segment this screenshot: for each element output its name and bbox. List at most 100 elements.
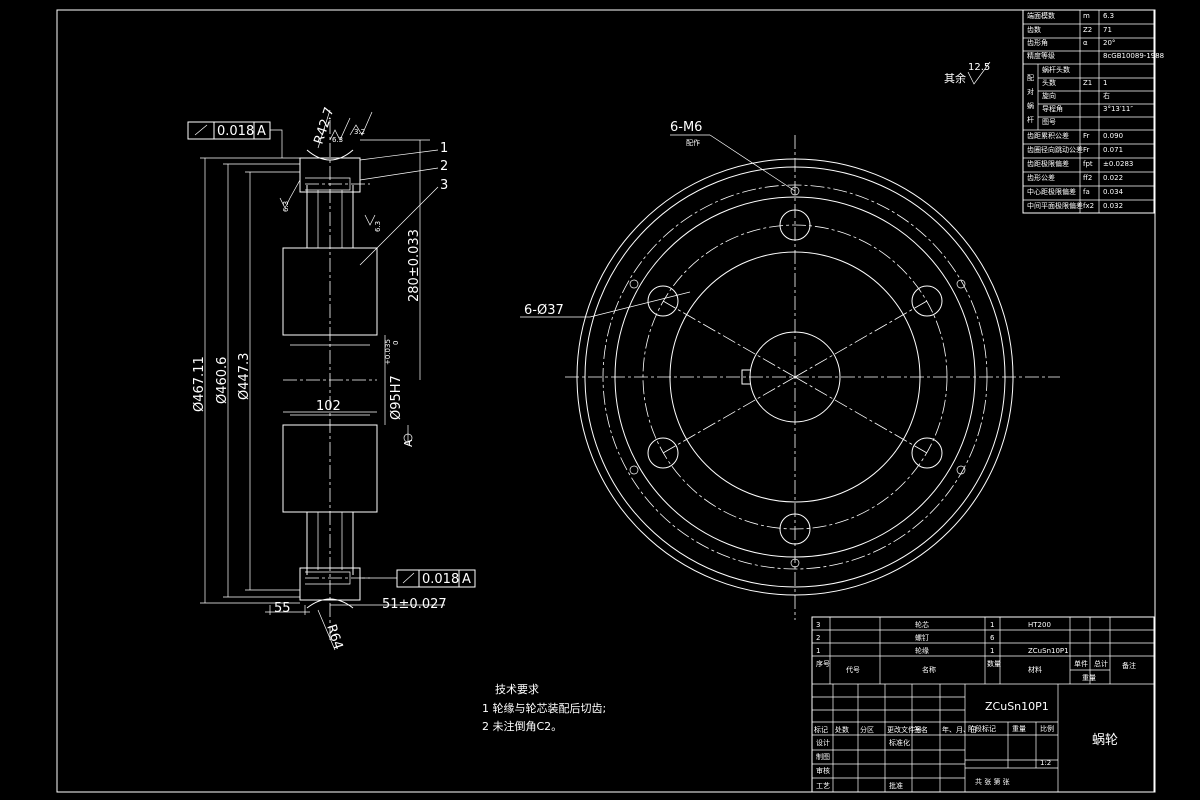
param-table: [1022, 9, 1155, 214]
dim-d-mid: Ø460.6: [215, 357, 230, 404]
bom-no: 1: [816, 647, 820, 655]
param-label: 头数: [1042, 78, 1056, 87]
bom-h-weight: 重量: [1082, 674, 1096, 682]
section-view: Ø467.11 Ø460.6 Ø447.3 102 Ø95H7 +0.035 0…: [187, 105, 476, 652]
param-label: 齿距累积公差: [1027, 131, 1069, 140]
param-symbol: fpt: [1083, 160, 1093, 168]
param-value: 6.3: [1103, 12, 1114, 20]
rev-header: 更改文件号: [887, 725, 922, 734]
role-label: 工艺: [816, 782, 830, 790]
thread-holes: [629, 186, 966, 568]
dim-radius-bottom: R64: [323, 623, 345, 652]
bom-h-code: 代号: [846, 665, 860, 674]
dim-center-dist: 280±0.033: [407, 229, 422, 302]
tb-approve: 批准: [889, 781, 903, 790]
bom-qty: 6: [990, 634, 995, 642]
param-value: 8cGB10089-1988: [1103, 52, 1164, 60]
roughness-d: 6.3: [374, 221, 382, 232]
param-symbol: fx2: [1083, 202, 1094, 210]
param-symbol: ff2: [1083, 174, 1092, 182]
bom-qty: 1: [990, 647, 994, 655]
tb-stage: 阶段标记: [968, 724, 996, 733]
param-label: 齿形角: [1027, 38, 1048, 47]
bom-h-mat: 材料: [1028, 665, 1042, 674]
role-label: 审核: [816, 766, 830, 775]
dim-bore-tol-upper: +0.035: [384, 339, 392, 365]
rev-header: 分区: [860, 725, 874, 734]
tech-requirements: 技术要求 1 轮缘与轮芯装配后切齿; 2 未注倒角C2。: [482, 683, 606, 733]
param-label: 中心距极限偏差: [1027, 187, 1076, 196]
tb-scale: 1:2: [1040, 759, 1051, 767]
roughness-c: 6.3: [282, 201, 290, 212]
param-label: 齿距极限偏差: [1027, 159, 1069, 168]
param-value: 3°13′11″: [1103, 105, 1133, 113]
bom-h-note: 备注: [1122, 661, 1136, 670]
rev-header: 标记: [814, 725, 828, 734]
param-label: 图号: [1042, 118, 1056, 126]
surface-note: 其余: [944, 71, 966, 85]
dim-d-root: Ø447.3: [237, 353, 252, 400]
thread-label: 6-M6: [670, 120, 702, 135]
part-label-3: 3: [440, 178, 448, 193]
param-value: ±0.0283: [1103, 160, 1133, 168]
tech-req-title: 技术要求: [495, 683, 539, 696]
rev-header: 年、月、日: [942, 725, 977, 734]
param-symbol: Fr: [1083, 146, 1090, 154]
part-label-2: 2: [440, 159, 448, 174]
param-label: 中间平面极限偏差: [1027, 201, 1083, 210]
bom-name: 螺钉: [915, 633, 929, 642]
gdt-frame-bottom: 0.018 A: [362, 569, 476, 588]
roughness-a: 6.3: [332, 136, 343, 144]
datum-a-label: A: [402, 439, 415, 447]
bom-h-name: 名称: [922, 665, 936, 674]
surface-value: 12.5: [968, 62, 990, 73]
param-value: 1: [1103, 79, 1107, 87]
bom-material: ZCuSn10P1: [1028, 647, 1069, 655]
bom-material: HT200: [1028, 621, 1051, 629]
param-value: 右: [1103, 91, 1110, 100]
part-label-1: 1: [440, 141, 448, 156]
tech-req-item-2: 2 未注倒角C2。: [482, 719, 562, 733]
bom-no: 3: [816, 621, 820, 629]
role-label: 设计: [816, 738, 830, 747]
rim-section-lower: [299, 567, 361, 601]
param-label: 齿圈径向跳动公差: [1027, 145, 1083, 154]
tb-sheet: 共 张 第 张: [975, 777, 1010, 786]
bom-h-qty: 数量: [987, 659, 1001, 668]
tb-weight-label: 重量: [1012, 725, 1026, 733]
dim-offset: 51±0.027: [382, 597, 447, 612]
roughness-b: 3.2: [354, 128, 365, 136]
gdt-bottom-datum: A: [462, 572, 471, 587]
gdt-frame-top: 0.018 A: [187, 121, 283, 158]
param-side-label: 杆: [1027, 115, 1034, 124]
param-label: 齿数: [1027, 25, 1041, 34]
rev-header: 签名: [914, 725, 928, 734]
param-symbol: fa: [1083, 188, 1090, 196]
gdt-bottom-value: 0.018: [422, 572, 459, 587]
bom-name: 轮芯: [915, 620, 929, 629]
bom-no: 2: [816, 634, 820, 642]
param-side-label: 对: [1027, 87, 1034, 96]
param-label: 旋向: [1042, 91, 1056, 100]
bom-h-total: 总计: [1094, 659, 1108, 668]
param-side-label: 配: [1027, 74, 1034, 82]
param-symbol: α: [1083, 39, 1088, 47]
param-value: 0.090: [1103, 132, 1123, 140]
tb-material: ZCuSn10P1: [985, 700, 1049, 713]
bom-name: 轮缘: [915, 646, 929, 655]
hole-label: 6-Ø37: [524, 303, 564, 318]
thread-note: 配作: [686, 138, 700, 147]
param-label: 蜗杆头数: [1042, 65, 1070, 74]
param-value: 0.034: [1103, 188, 1124, 196]
plan-view: 6-M6 配作 6-Ø37 其余 12.5: [520, 61, 1060, 620]
param-symbol: Z1: [1083, 79, 1092, 87]
gdt-top-datum: A: [257, 124, 266, 139]
param-symbol: m: [1083, 12, 1090, 20]
bolt-holes: [647, 209, 943, 545]
gdt-top-value: 0.018: [217, 124, 254, 139]
dim-rim-width: 55: [274, 601, 291, 616]
tb-part-name: 蜗轮: [1092, 732, 1118, 748]
